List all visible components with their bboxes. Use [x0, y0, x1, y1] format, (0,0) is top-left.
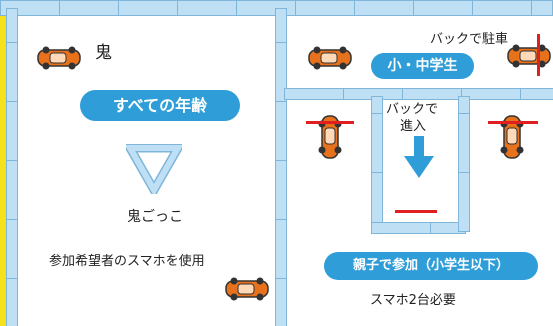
triangle-icon — [126, 144, 182, 194]
back-enter-label: 進入 — [400, 119, 427, 134]
down-arrow-icon — [404, 136, 434, 178]
parent-child-pill: 親子で参加（小学生以下） — [324, 252, 538, 280]
tape-lane-right — [458, 96, 470, 232]
back-enter-label: バックで — [386, 102, 439, 117]
car-icon — [507, 44, 551, 68]
tape-middle-divider — [275, 8, 287, 326]
back-park-label: バックで駐車 — [430, 32, 509, 47]
oni-label: 鬼 — [95, 43, 112, 63]
car-icon — [225, 277, 269, 301]
game-label: 鬼ごっこ — [127, 209, 183, 225]
stop-line — [537, 34, 540, 76]
all-ages-pill: すべての年齢 — [80, 90, 240, 121]
stop-line — [395, 210, 437, 213]
grade-pill: 小・中学生 — [371, 53, 474, 79]
tape-right-row — [284, 88, 553, 100]
tape-lane-left — [371, 96, 383, 232]
car-icon — [37, 46, 81, 70]
car-icon — [318, 115, 342, 159]
car-icon — [308, 46, 352, 70]
stop-line — [488, 121, 538, 124]
tape-left — [6, 8, 18, 326]
phones-needed: スマホ2台必要 — [370, 293, 456, 308]
tape-lane-bottom — [371, 222, 466, 234]
car-icon — [500, 115, 524, 159]
stop-line — [306, 121, 354, 124]
phone-note: 参加希望者のスマホを使用 — [49, 254, 205, 269]
